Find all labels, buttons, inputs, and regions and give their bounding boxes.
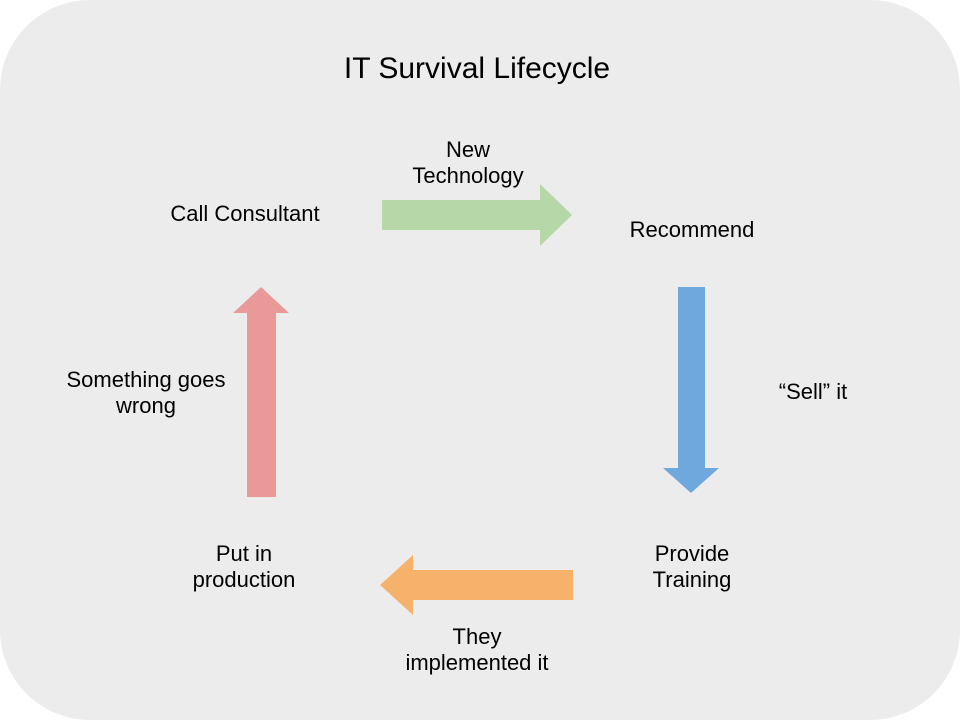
node-label-recommend: Recommend (629, 217, 755, 242)
arrow-right-icon (382, 184, 572, 246)
arrow-head (380, 555, 413, 615)
arrow-head (663, 468, 719, 493)
arrow-head (233, 287, 289, 313)
arrow-shaft (247, 313, 276, 497)
arrow-head (540, 184, 572, 246)
arrow-shaft (382, 200, 540, 230)
arrow-shaft (413, 570, 573, 600)
arrow-up-icon (233, 287, 290, 497)
transition-label-something-goes-wrong: Something goes wrong (66, 367, 226, 418)
arrow-left-icon (380, 555, 573, 615)
node-label-call-consultant: Call Consultant (170, 201, 320, 226)
slide-title: IT Survival Lifecycle (343, 52, 611, 85)
transition-label-sell-it: “Sell” it (778, 379, 848, 404)
arrow-shaft (678, 287, 705, 468)
node-label-put-in-production: Put in production (192, 541, 296, 592)
arrow-down-icon (663, 287, 720, 493)
transition-label-new-technology: New Technology (412, 137, 524, 188)
node-label-provide-training: Provide Training (652, 541, 732, 592)
transition-label-they-implemented-it: They implemented it (405, 624, 549, 675)
